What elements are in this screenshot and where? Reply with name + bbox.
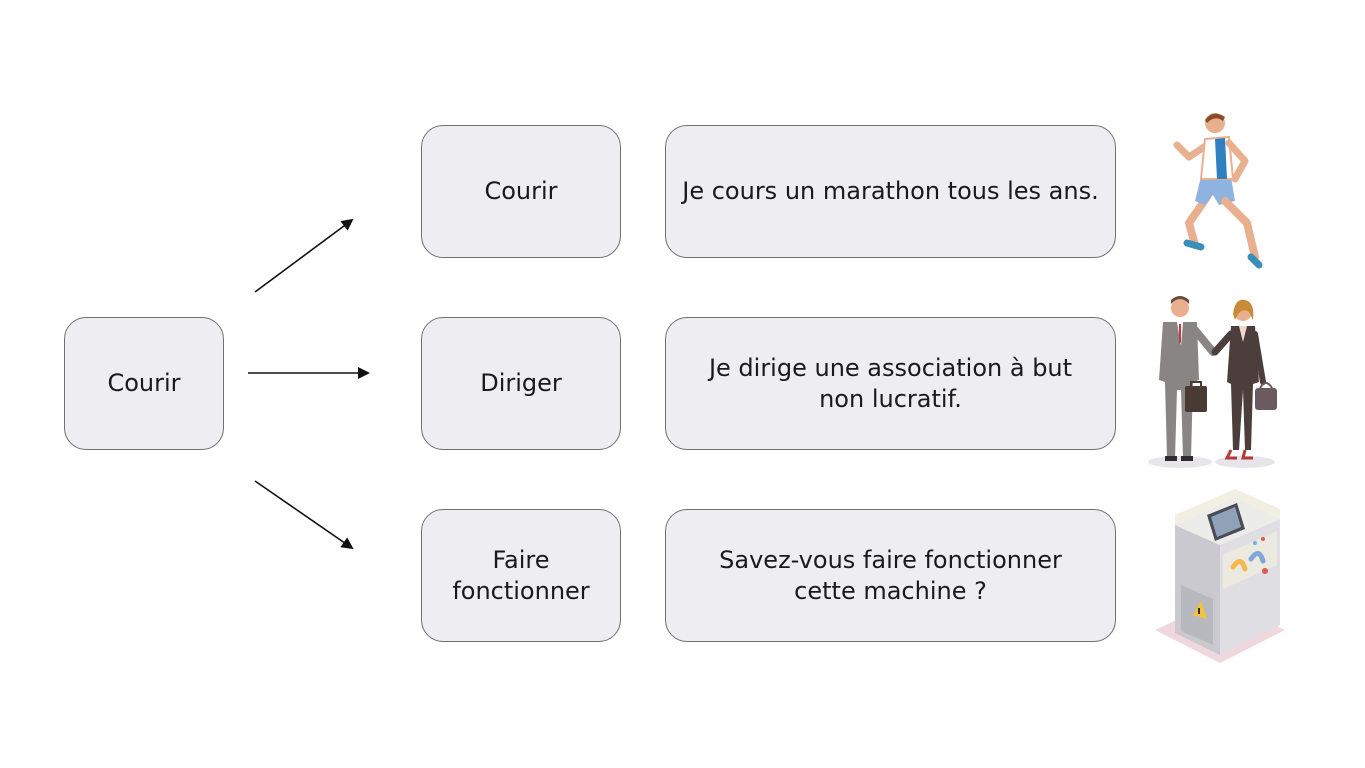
meaning-box-faire-fonctionner: Faire fonctionner xyxy=(421,509,621,642)
business-people-illustration xyxy=(1148,296,1277,468)
example-sentence: Savez-vous faire fonctionner cette machi… xyxy=(719,545,1062,605)
source-word-label: Courir xyxy=(107,369,181,397)
arrow-to-courir xyxy=(254,218,354,293)
example-box-courir: Je cours un marathon tous les ans. xyxy=(665,125,1116,258)
meaning-label: Faire fonctionner xyxy=(452,545,590,605)
runner-illustration xyxy=(1173,113,1263,269)
example-sentence: Je dirige une association à but non lucr… xyxy=(708,353,1073,413)
example-sentence: Je cours un marathon tous les ans. xyxy=(682,177,1099,205)
example-box-diriger: Je dirige une association à but non lucr… xyxy=(665,317,1116,450)
meaning-box-diriger: Diriger xyxy=(421,317,621,450)
example-box-faire-fonctionner: Savez-vous faire fonctionner cette machi… xyxy=(665,509,1116,642)
source-word-box: Courir xyxy=(64,317,224,450)
arrow-to-faire-fonctionner xyxy=(254,480,354,550)
meaning-label: Diriger xyxy=(480,369,562,397)
meaning-box-courir: Courir xyxy=(421,125,621,258)
meaning-label: Courir xyxy=(484,177,558,205)
machine-illustration xyxy=(1155,489,1285,663)
